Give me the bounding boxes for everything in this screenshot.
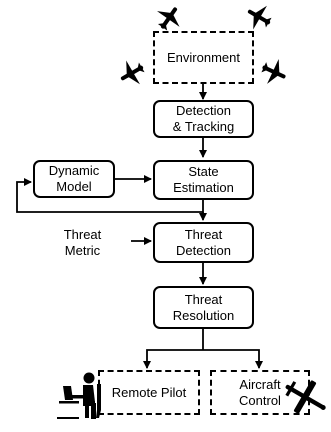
threat-resolution-box: Threat Resolution	[153, 286, 254, 329]
state-estimation-box: State Estimation	[153, 160, 254, 200]
pilot-at-laptop-icon	[57, 372, 101, 419]
airplane-icon	[261, 59, 286, 84]
dynamic-model-box: Dynamic Model	[33, 160, 115, 198]
feedback-loop	[16, 178, 204, 213]
environment-box: Environment	[153, 31, 254, 84]
remote-pilot-box: Remote Pilot	[98, 370, 200, 415]
arrow-to-aircraft-control	[203, 349, 263, 369]
aircraft-icon	[285, 380, 326, 414]
detection-tracking-box: Detection & Tracking	[153, 100, 254, 138]
arrow-to-remote-pilot	[143, 349, 203, 369]
airplane-icon	[120, 60, 145, 85]
threat-detection-box: Threat Detection	[153, 222, 254, 263]
airplane-icon	[247, 5, 272, 30]
threat-metric-label: Threat Metric	[63, 227, 102, 258]
airplane-icon	[157, 7, 180, 31]
